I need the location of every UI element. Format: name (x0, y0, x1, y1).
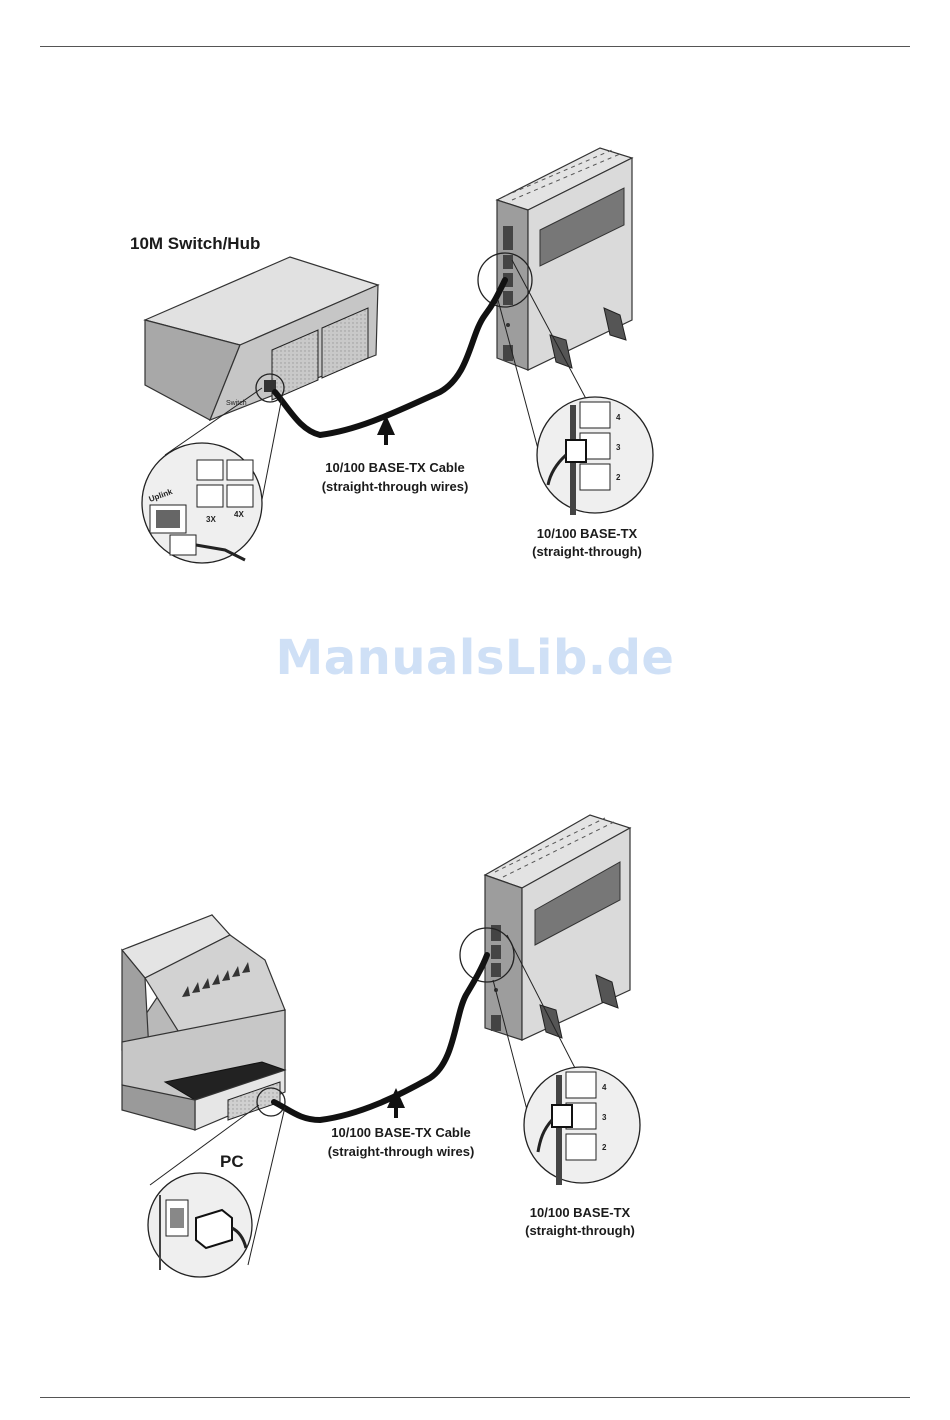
diagram-switch-to-router-artwork: Switch Uplink 3X 4X (0, 130, 950, 590)
switch-hub-illustration: Switch (145, 257, 378, 420)
router-port-number-3-b: 3 (602, 1113, 607, 1122)
inset-port-b-label: 4X (234, 510, 244, 519)
watermark: ManualsLib.de (0, 630, 950, 686)
top-rule (40, 46, 910, 47)
router-illustration-2 (460, 815, 630, 1040)
cable-label-line2: (straight-through wires) (322, 479, 469, 494)
cable-label-2-line2: (straight-through wires) (328, 1144, 475, 1159)
port-label-line2: (straight-through) (532, 544, 642, 559)
diagram-pc-to-router: 4 3 2 PC 10/100 BASE-TX Cable (straight-… (0, 800, 950, 1300)
router-port-number-4: 4 (616, 413, 621, 422)
switch-hub-label: 10M Switch/Hub (130, 234, 260, 254)
port-label-line1: 10/100 BASE-TX (537, 526, 637, 541)
bottom-rule (40, 1397, 910, 1398)
router-port-number-3: 3 (616, 443, 621, 452)
router-port-number-2: 2 (616, 473, 621, 482)
pc-illustration (122, 915, 285, 1130)
diagram-pc-to-router-artwork: 4 3 2 (0, 800, 950, 1300)
inset-port-a-label: 3X (206, 515, 216, 524)
cable-2 (274, 955, 487, 1120)
router-illustration (478, 148, 632, 370)
port-label-2-line1: 10/100 BASE-TX (530, 1205, 630, 1220)
pc-port-inset (148, 1105, 285, 1277)
cable-label-line1: 10/100 BASE-TX Cable (325, 460, 464, 475)
pc-label: PC (220, 1152, 244, 1172)
diagram-switch-to-router: Switch Uplink 3X 4X (0, 130, 950, 590)
port-label-2-line2: (straight-through) (525, 1223, 635, 1238)
cable-label-2-line1: 10/100 BASE-TX Cable (331, 1125, 470, 1140)
router-port-number-2-b: 2 (602, 1143, 607, 1152)
router-port-number-4-b: 4 (602, 1083, 607, 1092)
